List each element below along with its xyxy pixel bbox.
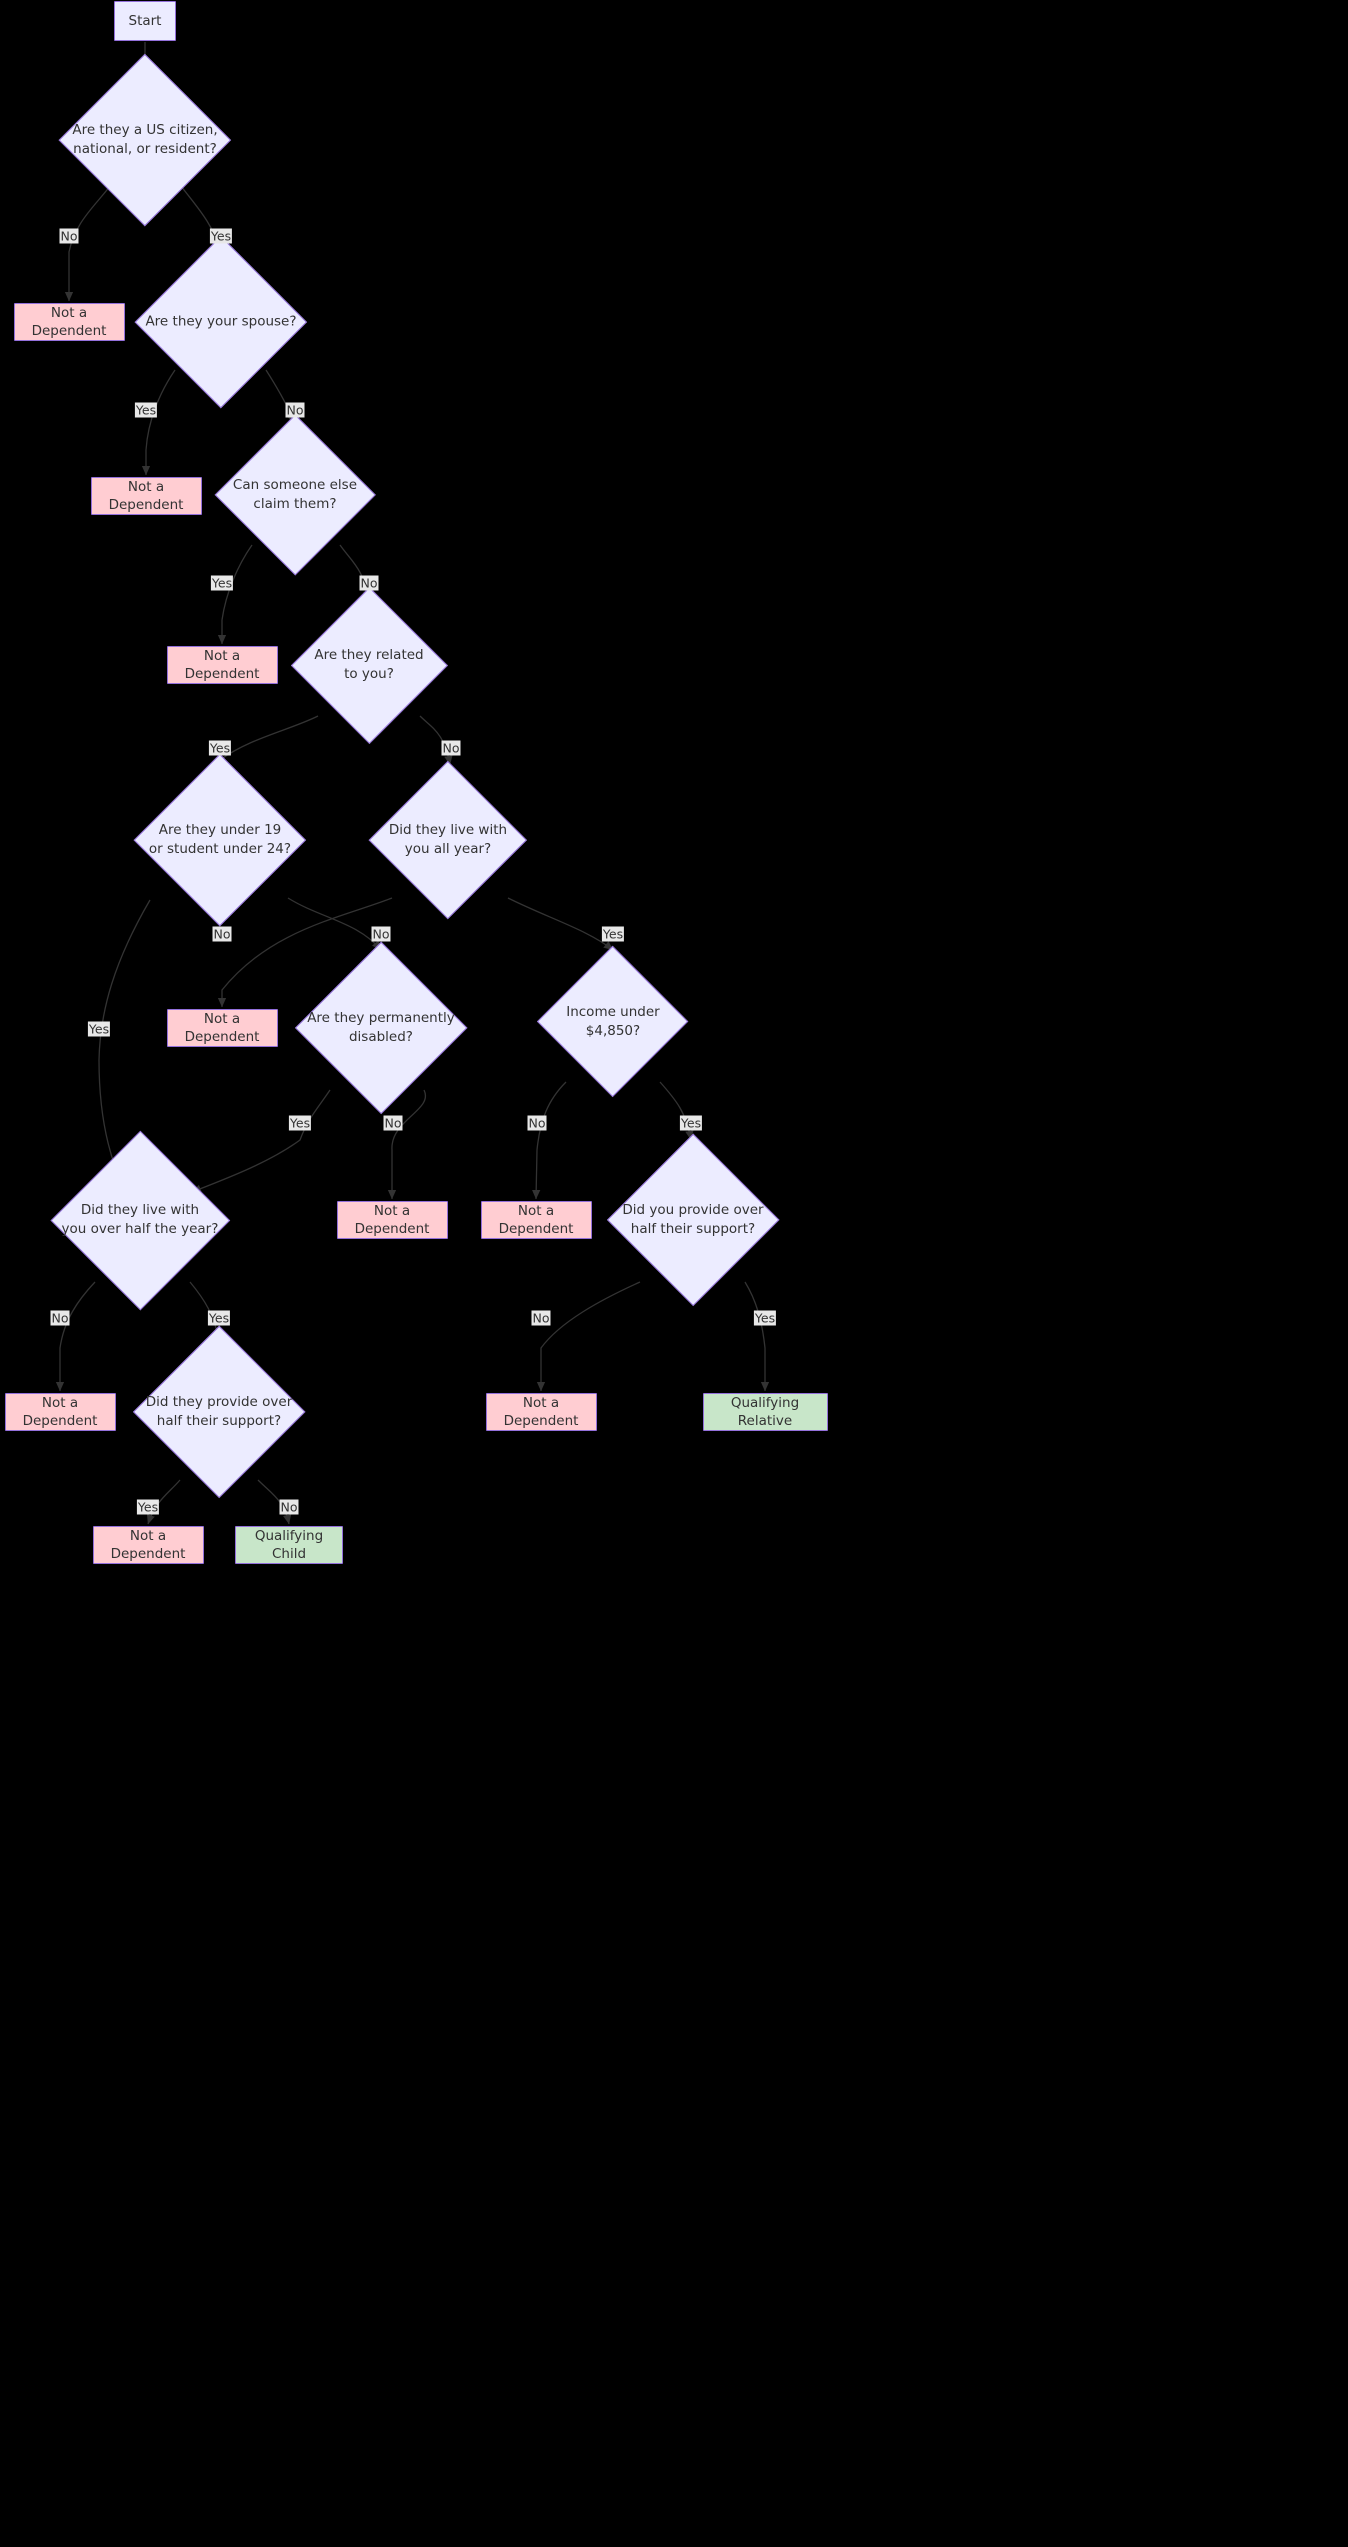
node-nd5[interactable]: Not a Dependent	[336, 1201, 448, 1239]
edge-label-q_spouse-to-q_claim: No	[285, 402, 305, 418]
node-nd7[interactable]: Not a Dependent	[4, 1393, 116, 1431]
node-q_support_r[interactable]: Did you provide over half their support?	[606, 1133, 780, 1307]
edge-label-q_support_r-to-qual_rel: Yes	[753, 1310, 777, 1326]
node-q_allyear[interactable]: Did they live with you all year?	[369, 761, 527, 919]
node-label: Not a Dependent	[498, 1203, 574, 1237]
node-label: Not a Dependent	[184, 648, 260, 682]
edge-label-q_support_c-to-qual_child: No	[279, 1499, 299, 1515]
edge-label-q_related-to-q_allyear: No	[441, 740, 461, 756]
node-label: Income under $4,850?	[566, 1003, 660, 1039]
node-q_claim[interactable]: Can someone else claim them?	[214, 414, 376, 576]
node-label: Are they under 19 or student under 24?	[148, 821, 292, 857]
node-nd2[interactable]: Not a Dependent	[90, 477, 202, 515]
node-q_income[interactable]: Income under $4,850?	[537, 946, 689, 1098]
node-label: Not a Dependent	[184, 1011, 260, 1045]
edge-label-q_claim-to-q_related: No	[359, 575, 379, 591]
node-label: Not a Dependent	[108, 479, 184, 513]
node-label: Start	[128, 13, 162, 29]
node-label: Did you provide over half their support?	[622, 1201, 764, 1237]
edge-label-q_halfyear-to-nd7: No	[50, 1310, 70, 1326]
node-label: Qualifying Relative	[730, 1395, 800, 1429]
node-q_halfyear[interactable]: Did they live with you over half the yea…	[50, 1130, 230, 1310]
node-start[interactable]: Start	[114, 1, 176, 41]
node-q_disabled[interactable]: Are they permanently disabled?	[294, 941, 468, 1115]
edge-label-q_halfyear-to-q_support_c: Yes	[207, 1310, 231, 1326]
node-nd8[interactable]: Not a Dependent	[485, 1393, 597, 1431]
node-label: Not a Dependent	[503, 1395, 579, 1429]
node-label: Not a Dependent	[110, 1528, 186, 1562]
edge-label-q_income-to-nd6: No	[527, 1115, 547, 1131]
node-nd9[interactable]: Not a Dependent	[92, 1526, 204, 1564]
edge-label-q_allyear-to-nd4: No	[212, 926, 232, 942]
node-label: Not a Dependent	[354, 1203, 430, 1237]
edge-label-q_disabled-to-q_halfyear: Yes	[288, 1115, 312, 1131]
node-q_support_c[interactable]: Did they provide over half their support…	[132, 1325, 306, 1499]
node-label: Did they provide over half their support…	[145, 1393, 293, 1429]
edge-label-q_claim-to-nd3: Yes	[210, 575, 234, 591]
edge-label-q_support_r-to-nd8: No	[531, 1310, 551, 1326]
node-label: Qualifying Child	[254, 1528, 324, 1562]
node-label: Not a Dependent	[31, 305, 107, 339]
node-label: Did they live with you all year?	[388, 821, 508, 857]
edge-label-q_under19-to-q_disabled: No	[371, 926, 391, 942]
node-nd1[interactable]: Not a Dependent	[13, 303, 125, 341]
edge-label-q_under19-to-q_halfyear: Yes	[87, 1021, 111, 1037]
edge-label-q_related-to-q_under19: Yes	[208, 740, 232, 756]
edge-label-q_citizen-to-q_spouse: Yes	[209, 228, 233, 244]
node-label: Did they live with you over half the yea…	[61, 1201, 219, 1237]
node-q_citizen[interactable]: Are they a US citizen, national, or resi…	[58, 53, 232, 227]
node-q_under19[interactable]: Are they under 19 or student under 24?	[133, 753, 307, 927]
edge-label-q_spouse-to-nd2: Yes	[134, 402, 158, 418]
node-label: Are they your spouse?	[145, 313, 297, 330]
node-q_spouse[interactable]: Are they your spouse?	[134, 235, 308, 409]
edge-label-q_allyear-to-q_income: Yes	[601, 926, 625, 942]
node-label: Are they permanently disabled?	[307, 1009, 455, 1045]
node-nd3[interactable]: Not a Dependent	[166, 646, 278, 684]
node-nd6[interactable]: Not a Dependent	[480, 1201, 592, 1239]
node-qual_child[interactable]: Qualifying Child	[235, 1526, 343, 1564]
edge-label-q_income-to-q_support_r: Yes	[679, 1115, 703, 1131]
edge-label-q_disabled-to-nd5: No	[383, 1115, 403, 1131]
node-label: Not a Dependent	[22, 1395, 98, 1429]
node-label: Are they a US citizen, national, or resi…	[72, 121, 218, 157]
edge-label-q_citizen-to-nd1: No	[59, 228, 79, 244]
edge-label-q_support_c-to-nd9: Yes	[136, 1499, 160, 1515]
node-label: Are they related to you?	[314, 646, 424, 682]
node-qual_rel[interactable]: Qualifying Relative	[702, 1393, 828, 1431]
node-label: Can someone else claim them?	[232, 476, 358, 512]
node-q_related[interactable]: Are they related to you?	[290, 586, 448, 744]
node-nd4[interactable]: Not a Dependent	[166, 1009, 278, 1047]
